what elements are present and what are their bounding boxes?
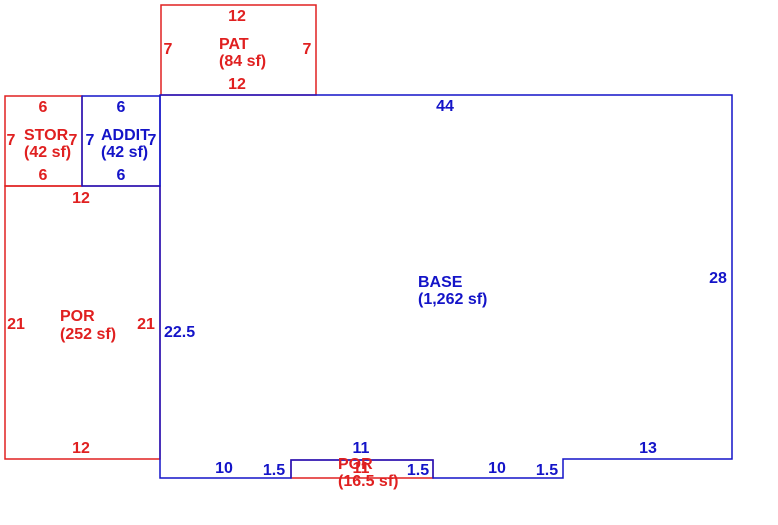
addit-labels: 6 7 7 ADDIT (42 sf) 6 <box>86 99 157 184</box>
stor-dim-right: 7 <box>69 132 78 149</box>
por-name: POR <box>60 308 95 325</box>
red-outlines <box>4 4 434 479</box>
addit-dim-top: 6 <box>117 99 126 116</box>
por-small-labels: 11 POR (16.5 sf) <box>338 456 398 490</box>
stor-name: STOR <box>24 127 69 144</box>
por-labels: 12 21 21 POR (252 sf) 12 <box>7 190 155 457</box>
base-dim-bottom-c: 13 <box>639 440 657 457</box>
blue-outlines <box>81 94 733 479</box>
pat-dim-top: 12 <box>228 8 246 25</box>
base-outline <box>159 94 733 479</box>
addit-dim-left: 7 <box>86 132 95 149</box>
base-area: (1,262 sf) <box>418 291 487 308</box>
addit-name: ADDIT <box>101 127 150 144</box>
pat-dim-left: 7 <box>164 41 173 58</box>
por-dim-left: 21 <box>7 316 25 333</box>
base-dim-step-a: 1.5 <box>263 462 285 479</box>
base-dim-bottom-a: 10 <box>215 460 233 477</box>
base-dim-step-c: 1.5 <box>536 462 558 479</box>
base-dim-step-b: 1.5 <box>407 462 429 479</box>
base-labels: 44 22.5 28 BASE (1,262 sf) 10 1.5 11 1.5… <box>164 98 727 479</box>
base-dim-left: 22.5 <box>164 324 195 341</box>
base-dim-top: 44 <box>436 98 454 115</box>
base-dim-notch: 11 <box>353 440 370 457</box>
pat-name: PAT <box>219 36 249 53</box>
stor-area: (42 sf) <box>24 144 71 161</box>
stor-dim-left: 7 <box>7 132 16 149</box>
base-name: BASE <box>418 274 463 291</box>
addit-dim-bottom: 6 <box>117 167 126 184</box>
por-small-name: POR <box>338 456 373 473</box>
por-dim-right: 21 <box>137 316 155 333</box>
por-dim-bottom: 12 <box>72 440 90 457</box>
stor-labels: 6 7 7 STOR (42 sf) 6 <box>7 99 78 184</box>
base-dim-right: 28 <box>709 270 727 287</box>
pat-labels: 12 7 7 PAT (84 sf) 12 <box>164 8 312 93</box>
pat-area: (84 sf) <box>219 53 266 70</box>
addit-area: (42 sf) <box>101 144 148 161</box>
stor-dim-top: 6 <box>39 99 48 116</box>
stor-dim-bottom: 6 <box>39 167 48 184</box>
pat-dim-right: 7 <box>303 41 312 58</box>
por-dim-top: 12 <box>72 190 90 207</box>
por-area: (252 sf) <box>60 326 116 343</box>
por-small-area: (16.5 sf) <box>338 473 398 490</box>
base-dim-bottom-b: 10 <box>488 460 506 477</box>
pat-dim-bottom: 12 <box>228 76 246 93</box>
por-small-dim: 11 <box>353 460 370 477</box>
addit-dim-right: 7 <box>148 132 157 149</box>
